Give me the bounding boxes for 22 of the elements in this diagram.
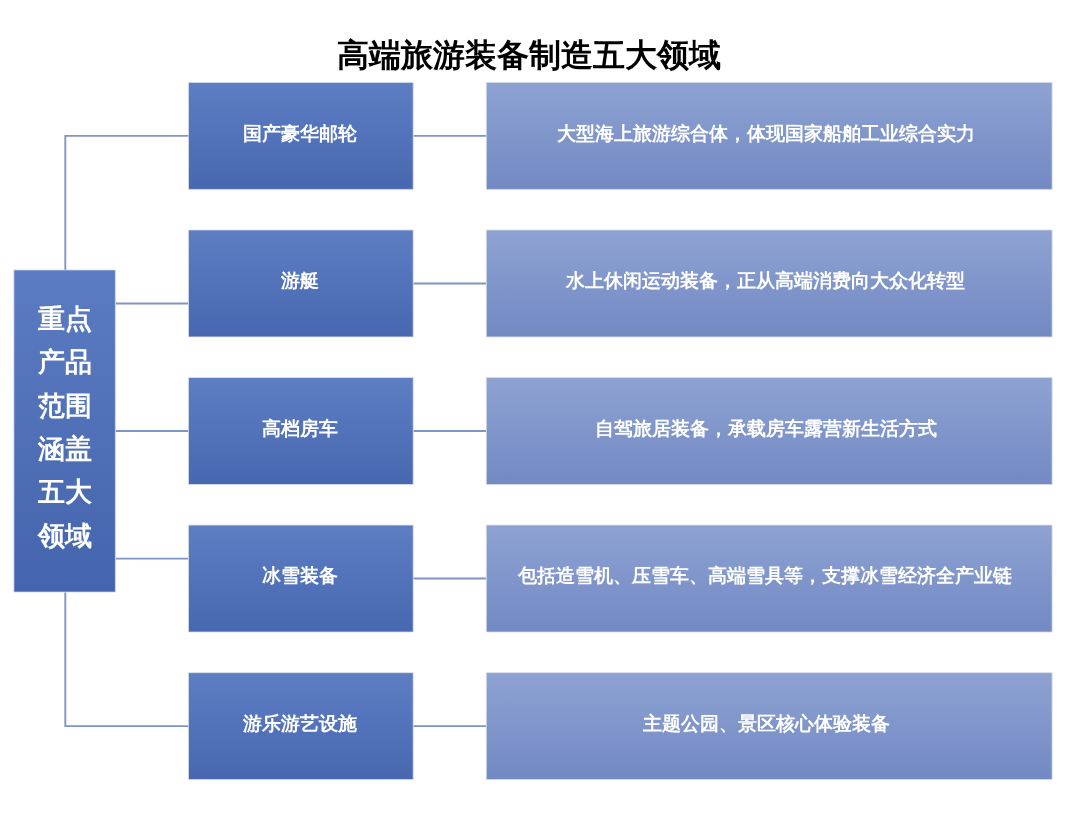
node-box: 游乐游艺设施: [188, 671, 414, 780]
node-box: 高档房车: [188, 376, 414, 485]
connector: [114, 429, 190, 432]
connector: [64, 590, 190, 727]
node-box: 冰雪装备: [188, 524, 414, 632]
node-box: 国产豪华邮轮: [188, 81, 414, 190]
connector: [412, 577, 487, 579]
connector: [114, 302, 190, 304]
connector: [412, 282, 487, 284]
node-box: 自驾旅居装备，承载房车露营新生活方式: [485, 376, 1053, 485]
connector: [114, 557, 190, 560]
connector: [412, 134, 487, 137]
node-box: 大型海上旅游综合体，体现国家船舶工业综合实力: [485, 81, 1053, 190]
diagram-title: 高端旅游装备制造五大领域: [337, 35, 722, 74]
connector: [412, 429, 487, 432]
node-box: 游艇: [188, 229, 414, 337]
node-box: 水上休闲运动装备，正从高端消费向大众化转型: [485, 229, 1053, 337]
node-box: 重点产品范围涵盖五大领域: [13, 269, 116, 592]
connector: [412, 724, 487, 727]
node-box: 包括造雪机、压雪车、高端雪具等，支撑冰雪经济全产业链: [485, 524, 1053, 632]
node-box: 主题公园、景区核心体验装备: [485, 671, 1053, 780]
connector: [64, 134, 190, 271]
